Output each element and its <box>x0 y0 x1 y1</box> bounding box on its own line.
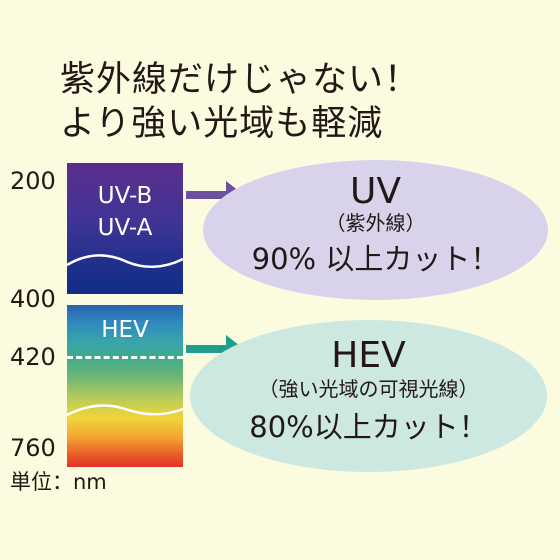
hev-boundary-dashed-line <box>67 356 183 359</box>
hev-callout: HEV （強い光域の可視光線） 80%以上カット！ <box>190 320 547 472</box>
hev-callout-cut-rate: 80%以上カット！ <box>249 410 488 444</box>
headline-line-2: より強い光域も軽減 <box>60 104 384 144</box>
uv-callout: UV （紫外線） 90% 以上カット！ <box>203 160 548 300</box>
unit-label: 単位：nm <box>10 470 107 494</box>
headline-line-1: 紫外線だけじゃない！ <box>60 60 421 100</box>
uv-a-label: UV-A <box>97 215 153 241</box>
uv-band: UV-B UV-A <box>66 163 184 294</box>
hev-band-label: HEV <box>101 317 149 343</box>
headline: 紫外線だけじゃない！ より強い光域も軽減 <box>60 58 420 146</box>
uv-wave-line <box>66 254 184 268</box>
tick-400: 400 <box>10 285 56 313</box>
uv-b-label: UV-B <box>97 183 153 209</box>
uv-callout-title: UV <box>350 171 401 212</box>
tick-420: 420 <box>10 343 56 371</box>
uv-callout-subtitle: （紫外線） <box>325 211 426 235</box>
hev-callout-subtitle: （強い光域の可視光線） <box>258 377 479 401</box>
hev-callout-title: HEV <box>331 335 406 376</box>
tick-760: 760 <box>10 434 56 462</box>
hev-wave-line <box>66 404 184 417</box>
uv-callout-cut-rate: 90% 以上カット！ <box>251 242 500 276</box>
tick-200: 200 <box>10 167 56 195</box>
hev-band: HEV <box>66 305 184 467</box>
